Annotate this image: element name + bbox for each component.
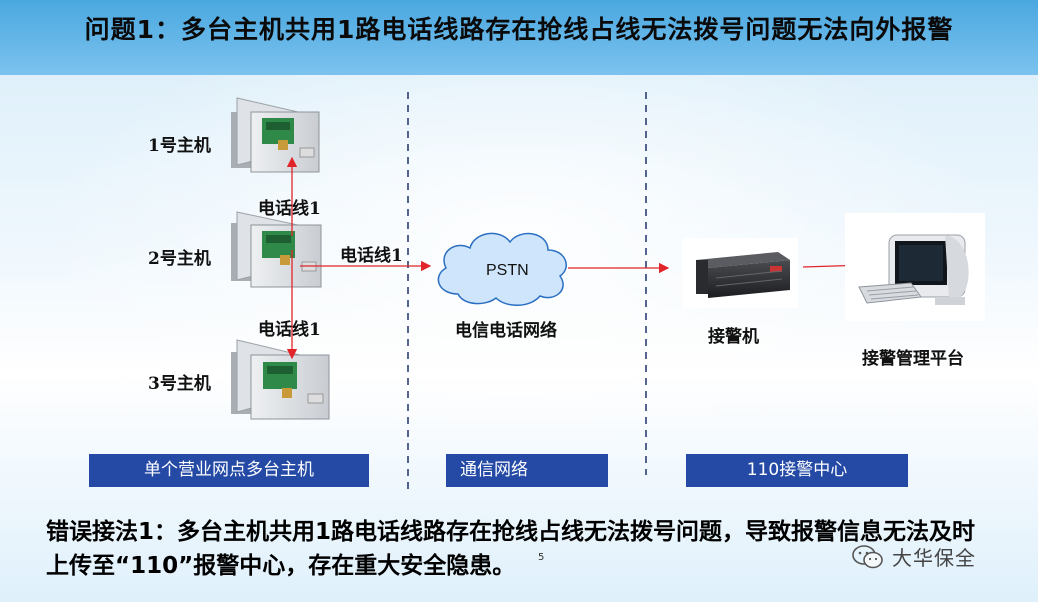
zone-bar-branch: 单个营业网点多台主机 [89,454,369,487]
receiver-image [682,238,798,308]
wechat-icon [852,544,883,568]
pstn-cloud [437,232,567,306]
host-2-cabinet [231,211,322,288]
page-number: 5 [538,552,545,563]
pstn-cloud-text: PSTN [486,262,529,279]
receiver-caption: 接警机 [708,327,759,347]
platform-caption: 接警管理平台 [862,349,964,369]
page-title: 问题1：多台主机共用1路电话线路存在抢线占线无法拨号问题无法向外报警 [84,15,954,44]
title-banner: 问题1：多台主机共用1路电话线路存在抢线占线无法拨号问题无法向外报警 [0,0,1038,75]
watermark: 大华保全 [852,542,976,571]
line-label-lower: 电话线1 [258,320,321,340]
line-label-right: 电话线1 [340,246,403,266]
watermark-text: 大华保全 [892,546,976,570]
host-3-cabinet [231,339,330,420]
line-label-upper: 电话线1 [258,199,321,219]
host-1-cabinet [231,97,320,173]
zone-bar-network: 通信网络 [446,454,608,487]
pstn-caption: 电信电话网络 [455,321,557,341]
bottom-description: 错误接法1：多台主机共用1路电话线路存在抢线占线无法拨号问题，导致报警信息无法及… [46,519,976,579]
host-1-label: 1号主机 [148,136,211,156]
platform-image [845,213,985,321]
host-3-label: 3号主机 [148,374,211,394]
zone-bar-alarm-center: 110接警中心 [686,454,908,487]
host-2-label: 2号主机 [148,249,211,269]
